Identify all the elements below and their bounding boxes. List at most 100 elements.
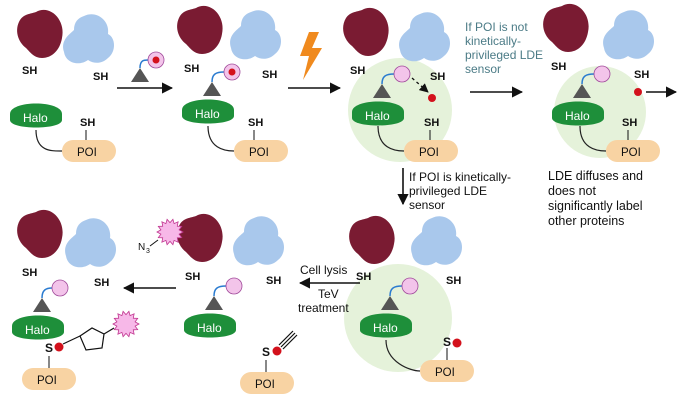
ligand-triangle (33, 298, 51, 312)
ligand-triangle (381, 296, 399, 310)
linker-bond (103, 327, 115, 335)
annotation-line: other proteins (548, 214, 624, 228)
tether (139, 59, 149, 69)
ligand-triangle (203, 82, 221, 96)
poi-protein (420, 360, 474, 382)
poi-label: POI (419, 147, 439, 159)
maroon-protein (343, 7, 389, 56)
ligand-triangle (573, 84, 591, 98)
tether (211, 71, 225, 83)
red-electrophile (634, 88, 642, 96)
thiol-label: SH (262, 69, 277, 81)
annotation-diffuses: LDE diffuses and does not significantly … (548, 169, 643, 228)
azide-label: N (138, 242, 145, 253)
red-electrophile (452, 338, 462, 348)
poi-label: POI (255, 379, 275, 391)
halo-label: Halo (565, 109, 590, 123)
maroon-protein (17, 209, 63, 258)
thiol-label: SH (22, 65, 37, 77)
red-electrophile (272, 346, 282, 356)
ligand-triangle (131, 68, 149, 82)
red-electrophile (54, 342, 64, 352)
cell-lysis-label: Cell lysis (300, 263, 347, 277)
thiol-label: SH (634, 69, 649, 81)
thiol-label: SH (93, 71, 108, 83)
halo-tag (12, 315, 64, 340)
blue-protein (63, 14, 114, 64)
halo-label: Halo (365, 109, 390, 123)
blue-protein (411, 216, 462, 266)
linker (207, 125, 235, 152)
poi-protein (62, 140, 116, 162)
poi-protein (234, 140, 288, 162)
poi-protein (606, 140, 660, 162)
thiol-label: SH (22, 267, 37, 279)
halo-label: Halo (197, 321, 222, 335)
annotation-line: sensor (465, 62, 501, 76)
poi-label: POI (435, 367, 455, 379)
annotation-line: If POI is kinetically- (409, 170, 511, 184)
alkyne-bond (280, 332, 296, 348)
photocage-circle (225, 277, 243, 295)
sulfur-label: S (45, 341, 53, 355)
annotation-line: privileged LDE (409, 184, 487, 198)
maroon-protein (17, 9, 63, 58)
linker (377, 125, 405, 152)
poi-label: POI (621, 147, 641, 159)
annotation-line: LDE diffuses and (548, 169, 643, 183)
poi-protein (22, 368, 76, 390)
maroon-protein (349, 215, 395, 264)
thiol-label: SH (350, 65, 365, 77)
linker (35, 129, 63, 152)
annotation-privileged: If POI is kinetically- privileged LDE se… (409, 170, 511, 212)
fluorophore-burst-icon (112, 310, 140, 338)
sulfur-label: S (262, 345, 270, 359)
tether (381, 73, 395, 85)
halo-tag (182, 99, 234, 124)
linker (385, 339, 421, 372)
halo-tag (10, 103, 62, 128)
poi-protein (240, 372, 294, 394)
thiol-label: SH (430, 71, 445, 83)
halo-label: Halo (195, 107, 220, 121)
annotation-not-privileged: If POI is not kinetically- privileged LD… (465, 20, 543, 76)
treatment-label: treatment (298, 301, 349, 315)
blue-protein (399, 12, 450, 62)
halo-tag (352, 101, 404, 126)
red-electrophile (152, 56, 160, 64)
photocage-circle (51, 279, 69, 297)
tev-label: TeV (318, 287, 339, 301)
alkyne-bond (282, 334, 298, 350)
linker-bond (62, 335, 81, 345)
thiol-label: SH (424, 117, 439, 129)
sulfur-label: S (443, 335, 451, 349)
tether (581, 73, 595, 85)
annotation-line: does not (548, 184, 596, 198)
lightning-icon (300, 32, 322, 80)
red-electrophile (228, 68, 236, 76)
azide-bond (149, 239, 159, 247)
photocage-circle (593, 65, 611, 83)
halo-label: Halo (25, 323, 50, 337)
ligand-triangle (373, 84, 391, 98)
thiol-label: SH (94, 277, 109, 289)
blue-protein (233, 216, 284, 266)
photocage-circle (401, 277, 419, 295)
alkyne-bond (278, 330, 294, 346)
thiol-label: SH (184, 63, 199, 75)
cyclopentane-icon (79, 327, 105, 351)
halo-tag (552, 101, 604, 126)
tether (213, 285, 227, 297)
poi-protein (404, 140, 458, 162)
azide-subscript: 3 (146, 248, 150, 255)
halo-label: Halo (373, 321, 398, 335)
tether (41, 287, 53, 299)
photocage-circle (393, 65, 411, 83)
thiol-label: SH (185, 271, 200, 283)
